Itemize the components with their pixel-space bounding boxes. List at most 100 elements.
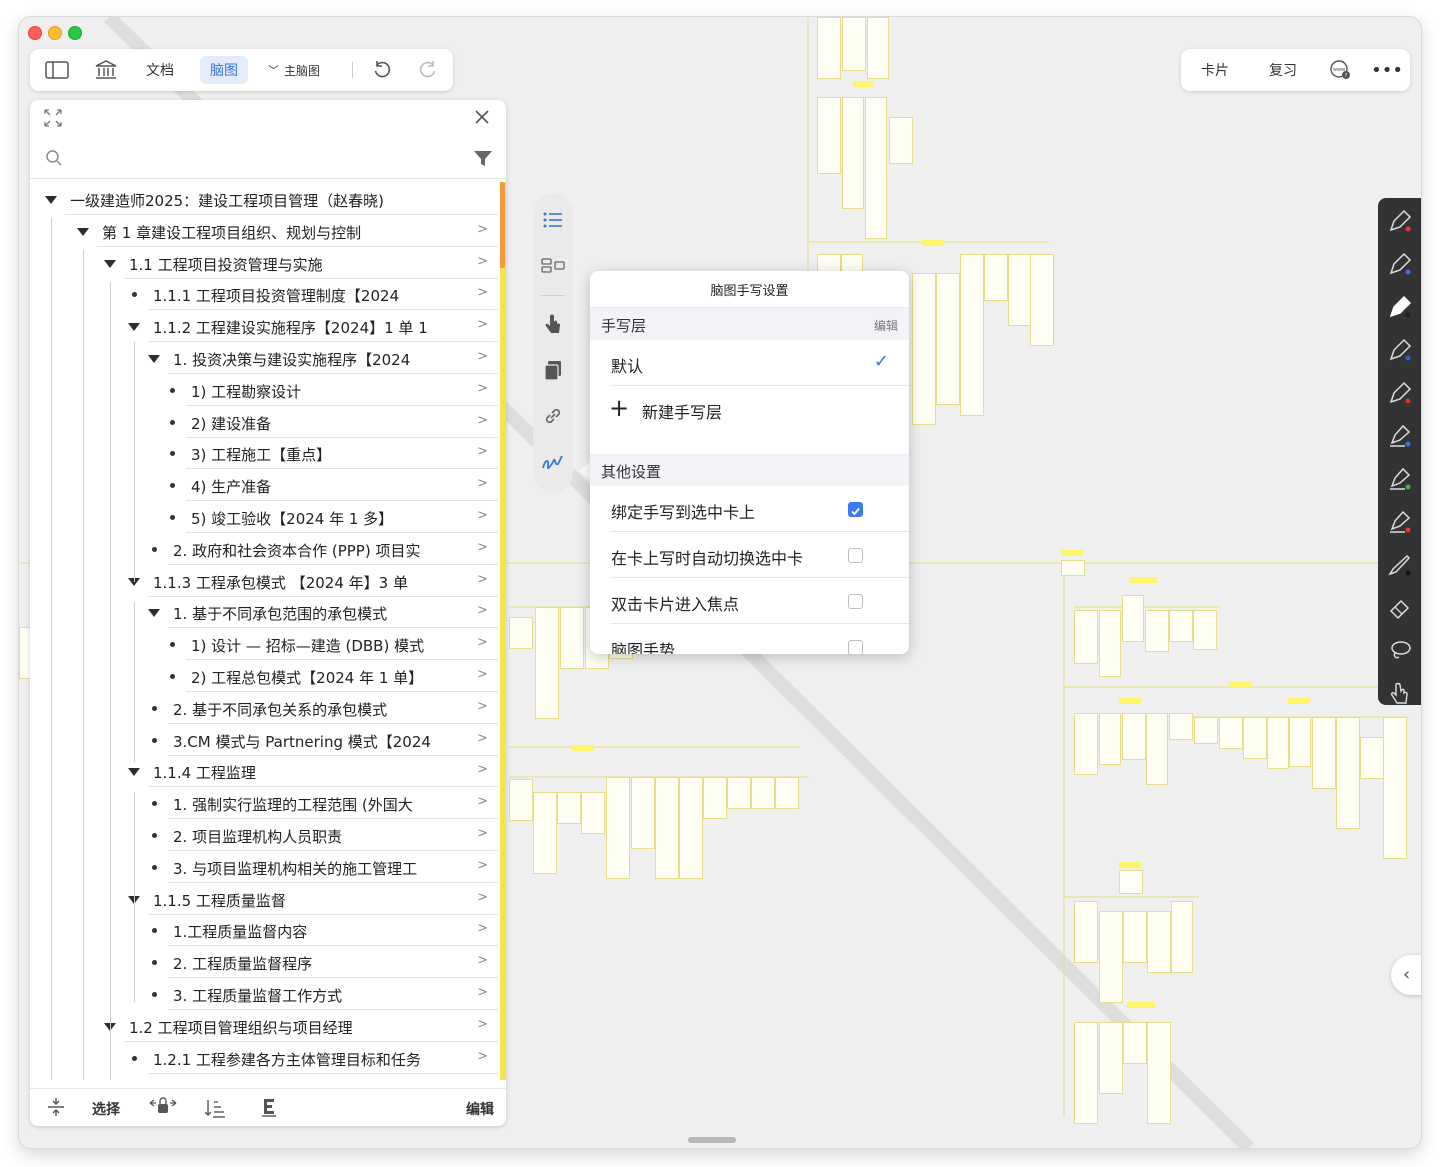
close-window-button[interactable]	[28, 26, 42, 40]
mindmap-card[interactable]	[557, 792, 581, 824]
outline-row[interactable]: 1.工程质量监督内容>	[30, 915, 498, 947]
mindmap-card[interactable]	[889, 117, 913, 164]
option-row-doubleclick[interactable]: 双击卡片进入焦点	[590, 578, 909, 624]
outline-row[interactable]: 2. 工程质量监督程序>	[30, 947, 498, 979]
chevron-right-icon[interactable]: >	[477, 953, 488, 969]
option-checkbox[interactable]	[848, 594, 863, 609]
more-icon[interactable]: •••	[1371, 59, 1403, 81]
main-mindmap-dropdown[interactable]: ﹀ 主脑图	[262, 49, 326, 91]
outline-row[interactable]: 1. 强制实行监理的工程范围 (外国大>	[30, 788, 498, 820]
mindmap-node-tag[interactable]	[853, 81, 873, 87]
mindmap-card[interactable]	[960, 254, 984, 416]
disclosure-triangle-icon[interactable]	[77, 227, 89, 236]
mindmap-card[interactable]	[1193, 610, 1217, 650]
chevron-right-icon[interactable]: >	[477, 985, 488, 1000]
mindmap-node-tag[interactable]	[1119, 698, 1141, 704]
mindmap-card[interactable]	[751, 777, 775, 809]
chevron-right-icon[interactable]: >	[477, 444, 488, 460]
collapse-panel-button[interactable]: ‹	[1391, 955, 1421, 995]
disclosure-triangle-icon[interactable]	[45, 196, 57, 204]
outline-row[interactable]: 1.2 工程项目管理组织与项目经理>	[30, 1011, 498, 1042]
chevron-right-icon[interactable]: >	[477, 508, 488, 523]
mindmap-card[interactable]	[679, 777, 703, 879]
chevron-right-icon[interactable]: >	[477, 794, 488, 810]
layer-edit-button[interactable]: 编辑	[873, 319, 898, 333]
mindmap-card[interactable]	[936, 273, 960, 405]
mindmap-card[interactable]	[1243, 717, 1267, 759]
highlighter-blue-icon[interactable]	[1387, 423, 1413, 449]
mindmap-card[interactable]	[1267, 717, 1289, 769]
library-icon[interactable]	[93, 49, 119, 91]
disclosure-triangle-icon[interactable]	[148, 355, 160, 363]
pen-active-icon[interactable]	[1387, 294, 1413, 320]
chevron-right-icon[interactable]: >	[477, 603, 488, 619]
chevron-right-icon[interactable]: >	[477, 317, 488, 333]
outline-row[interactable]: 1.1 工程项目投资管理与实施>	[30, 248, 498, 279]
outline-row[interactable]: 2) 工程总包模式【2024 年 1 单】>	[30, 661, 498, 692]
chevron-right-icon[interactable]: >	[477, 667, 488, 682]
mindmap-card[interactable]	[560, 607, 584, 669]
mindmap-node-tag[interactable]	[1061, 550, 1083, 556]
mindmap-card[interactable]	[1171, 901, 1193, 973]
resize-handle[interactable]	[688, 1137, 736, 1143]
chevron-right-icon[interactable]: >	[477, 857, 488, 873]
chevron-right-icon[interactable]: >	[477, 476, 488, 492]
mindmap-card[interactable]	[581, 792, 605, 834]
disclosure-triangle-icon[interactable]	[128, 323, 140, 332]
disclosure-triangle-icon[interactable]	[104, 259, 116, 268]
mindmap-card[interactable]	[1383, 717, 1407, 859]
chevron-right-icon[interactable]: >	[477, 1048, 488, 1064]
pen-blue-2-icon[interactable]	[1387, 337, 1413, 363]
option-row-autoswitch[interactable]: 在卡上写时自动切换选中卡	[590, 532, 909, 578]
mindmap-card[interactable]	[1123, 1022, 1147, 1064]
chevron-right-icon[interactable]: >	[477, 698, 488, 714]
mindmap-card[interactable]	[727, 777, 751, 809]
chevron-right-icon[interactable]: >	[477, 349, 488, 364]
undo-icon[interactable]	[370, 49, 394, 91]
mindmap-card[interactable]	[1008, 254, 1032, 326]
outline-row[interactable]: 4) 生产准备>	[30, 470, 498, 502]
mindmap-card[interactable]	[1289, 717, 1311, 767]
layout-icon[interactable]	[541, 254, 565, 278]
mindmap-card[interactable]	[817, 97, 841, 174]
new-layer-row[interactable]: + 新建手写层	[590, 386, 909, 432]
move-level-icon[interactable]	[148, 1097, 178, 1121]
mindmap-card[interactable]	[1099, 610, 1121, 677]
mindmap-card[interactable]	[1119, 870, 1143, 894]
format-icon[interactable]	[260, 1097, 278, 1121]
mindmap-card[interactable]	[1074, 1022, 1098, 1124]
mindmap-node-tag[interactable]	[1129, 577, 1157, 583]
hand-pointer-icon[interactable]	[541, 313, 565, 337]
mindmap-card[interactable]	[1030, 254, 1054, 346]
outline-row[interactable]: 1. 投资决策与建设实施程序【2024>	[30, 343, 498, 374]
copy-pages-icon[interactable]	[541, 359, 565, 383]
outline-row[interactable]: 1. 基于不同承包范围的承包模式>	[30, 597, 498, 629]
highlighter-green-icon[interactable]	[1387, 466, 1413, 492]
close-icon[interactable]	[473, 108, 491, 130]
mindmap-card[interactable]	[1074, 713, 1098, 775]
chevron-right-icon[interactable]: >	[477, 221, 488, 237]
mindmap-card[interactable]	[817, 17, 841, 79]
lasso-icon[interactable]	[1387, 638, 1413, 664]
option-checkbox[interactable]	[848, 502, 863, 517]
mindmap-card[interactable]	[606, 777, 630, 879]
mindmap-card[interactable]	[1336, 717, 1360, 829]
redo-icon[interactable]	[416, 49, 440, 91]
outline-row[interactable]: 2) 建设准备>	[30, 407, 498, 438]
pen-red-2-icon[interactable]	[1387, 380, 1413, 406]
mindmap-card[interactable]	[1122, 595, 1144, 642]
highlighter-red-icon[interactable]	[1387, 509, 1413, 535]
mindmap-card[interactable]	[842, 97, 864, 209]
outline-row[interactable]: 2. 政府和社会资本合作 (PPP) 项目实>	[30, 534, 498, 565]
option-checkbox[interactable]	[848, 640, 863, 654]
mindmap-card[interactable]	[867, 17, 889, 79]
pen-blue-icon[interactable]	[1387, 251, 1413, 277]
mindmap-card[interactable]	[1146, 713, 1168, 785]
mindmap-node-tag[interactable]	[1288, 698, 1310, 704]
chevron-right-icon[interactable]: >	[477, 762, 488, 778]
mindmap-card[interactable]	[1169, 610, 1193, 642]
outline-row[interactable]: 2. 基于不同承包关系的承包模式>	[30, 693, 498, 724]
outline-row[interactable]: 1.2.1 工程参建各方主体管理目标和任务>	[30, 1043, 498, 1074]
chevron-right-icon[interactable]: >	[477, 285, 488, 301]
mindmap-card[interactable]	[1099, 1022, 1123, 1094]
